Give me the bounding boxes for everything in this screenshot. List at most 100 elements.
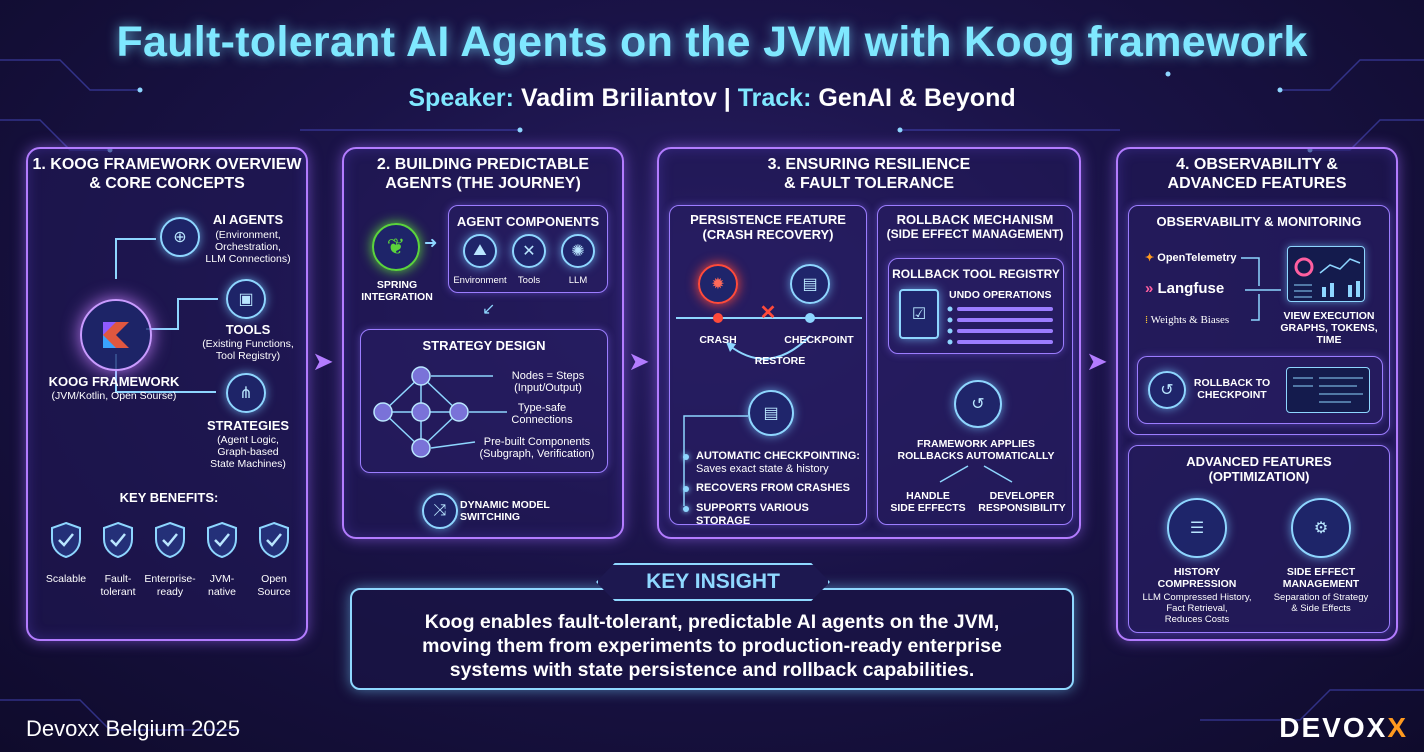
rollback-title-2: (SIDE EFFECT MANAGEMENT) [886,227,1064,241]
koog-framework-sub: (JVM/Kotlin, Open Sourse) [51,390,177,402]
ai-agents-title: AI AGENTS [212,212,284,227]
key-insight-tag: KEY INSIGHT [596,563,830,601]
panel-title-line2: & FAULT TOLERANCE [783,175,955,192]
flow-arrow-3: ➤ [1086,346,1108,376]
wandb-text: Weights & Biases [1150,314,1230,326]
undo-label: UNDO OPERATIONS [949,289,1052,301]
agent-components-box: AGENT COMPONENTS ⛰ ✕ ✺ Environment Tools… [448,205,608,293]
rollback-registry-box: ROLLBACK TOOL REGISTRY ☑ UNDO OPERATIONS [888,258,1064,354]
history-compression-icon: ☰ [1167,498,1227,558]
langfuse-icon: » [1145,280,1154,297]
nodes-label-2: (Input/Output) [514,382,582,394]
recovers-label: RECOVERS FROM CRASHES [682,482,851,494]
panel-resilience: 3. ENSURING RESILIENCE & FAULT TOLERANCE… [657,147,1081,539]
flow-arrow-1: ➤ [312,346,334,376]
devoxx-logo-x: X [1387,712,1408,743]
benefit-label: native [207,586,237,598]
strategy-design-box: STRATEGY DESIGN Nodes = Steps (Input/Out… [360,329,608,473]
langfuse-logo: » Langfuse [1145,280,1224,298]
applies-label-1: FRAMEWORK APPLIES [916,438,1036,450]
benefit-label: tolerant [100,586,136,598]
log-lines [1293,377,1363,403]
persistence-title-2: (CRASH RECOVERY) [702,227,834,242]
strategies-sub1: (Agent Logic, [217,434,279,446]
history-sub-2: Fact Retrieval, [1166,603,1228,614]
developer-label-1: DEVELOPER [989,490,1055,502]
view-execution-2: GRAPHS, TOKENS, [1280,322,1378,334]
kotlin-logo-icon [80,299,152,371]
observability-title: OBSERVABILITY & MONITORING [1156,214,1362,229]
split-arrows [939,465,1013,483]
undo-list-lines [947,306,1053,345]
rollback-to-2: CHECKPOINT [1197,389,1267,401]
strategy-design-title: STRATEGY DESIGN [422,338,546,353]
shield-check-icon [50,521,82,559]
history-sub-3: Reduces Costs [1164,614,1230,625]
auto-checkpointing-sub: Saves exact state & history [696,463,829,475]
prebuilt-label-1: Pre-built Components [483,436,591,448]
shield-check-icon [102,521,134,559]
observability-box: OBSERVABILITY & MONITORING ✦ OpenTelemet… [1128,205,1390,435]
strategies-sub3: State Machines) [210,458,286,470]
opentelemetry-logo: ✦ OpenTelemetry [1145,252,1237,265]
panel-title-line2: ADVANCED FEATURES [1167,175,1347,192]
advanced-title-1: ADVANCED FEATURES [1186,454,1332,469]
nodes-label-1: Nodes = Steps [511,370,585,382]
registry-title: ROLLBACK TOOL REGISTRY [892,267,1060,281]
track-label: Track: [737,84,812,112]
tools-sub1: (Existing Functions, [202,338,294,350]
tools-sub2: Tool Registry) [215,350,281,362]
ai-agents-sub3: LLM Connections) [205,253,291,265]
checkpoint-label: CHECKPOINT [784,334,854,346]
history-label-2: COMPRESSION [1157,578,1237,590]
typesafe-label-1: Type-safe [517,402,567,414]
rollback-checkpoint-box: ↺ ROLLBACK TO CHECKPOINT [1137,356,1383,424]
advanced-features-box: ADVANCED FEATURES (OPTIMIZATION) ☰ ⚙ HIS… [1128,445,1390,633]
opentelemetry-text: OpenTelemetry [1157,252,1237,264]
developer-label-2: RESPONSIBILITY [978,502,1066,514]
rollback-mechanism-box: ROLLBACK MECHANISM (SIDE EFFECT MANAGEME… [877,205,1073,525]
comp-label-llm: LLM [568,275,588,286]
history-label-1: HISTORY [1173,566,1221,578]
gears-icon: ⚙ [1291,498,1351,558]
crash-label: CRASH [699,334,737,346]
log-window-icon [1286,367,1370,413]
shuffle-icon: ⤨ [422,493,458,529]
benefit-label: ready [156,586,184,598]
rollback-clock-icon: ↺ [1148,371,1186,409]
advanced-title-2: (OPTIMIZATION) [1208,469,1310,484]
strategies-title: STRATEGIES [206,418,290,433]
save-disk-icon: ▤ [790,264,830,304]
benefit-label: JVM- [209,573,235,585]
panel-building-agents: 2. BUILDING PREDICTABLE AGENTS (THE JOUR… [342,147,624,539]
history-sub-1: LLM Compressed History, [1142,592,1252,603]
applies-label-2: ROLLBACKS AUTOMATICALLY [897,450,1055,462]
spring-label-2: INTEGRATION [361,291,433,303]
wandb-logo: ⁞ Weights & Biases [1145,314,1229,327]
panel-title-line1: 2. BUILDING PREDICTABLE [376,156,590,173]
side-effect-sub-1: Separation of Strategy [1273,592,1369,603]
tools-wrench-icon: ✕ [512,234,546,268]
shield-check-icon [206,521,238,559]
failure-x-icon: ✕ [759,302,777,324]
track-name: GenAI & Beyond [818,84,1016,112]
strategies-sub2: Graph-based [217,446,279,458]
comp-label-environment: Environment [453,275,507,286]
flow-arrow-2: ➤ [628,346,650,376]
page-title: Fault-tolerant AI Agents on the JVM with… [116,18,1308,66]
restore-label: RESTORE [754,355,806,367]
separator: | [723,84,731,112]
arrow-components-strategy: ↙ [482,301,496,318]
checklist-icon: ☑ [899,289,939,339]
benefit-label: Enterprise- [144,573,196,585]
dynamic-label-1: DYNAMIC MODEL [460,499,550,511]
shield-check-icon [258,521,290,559]
shield-check-icon [154,521,186,559]
speaker-name: Vadim Briliantov [520,84,717,112]
key-benefits-title: KEY BENEFITS: [119,490,219,505]
persistence-box: PERSISTENCE FEATURE (CRASH RECOVERY) ✹ ✕… [669,205,867,527]
benefit-label: Fault- [104,573,132,585]
obs-connectors [1241,257,1281,321]
side-effect-sub-2: & Side Effects [1291,603,1351,614]
